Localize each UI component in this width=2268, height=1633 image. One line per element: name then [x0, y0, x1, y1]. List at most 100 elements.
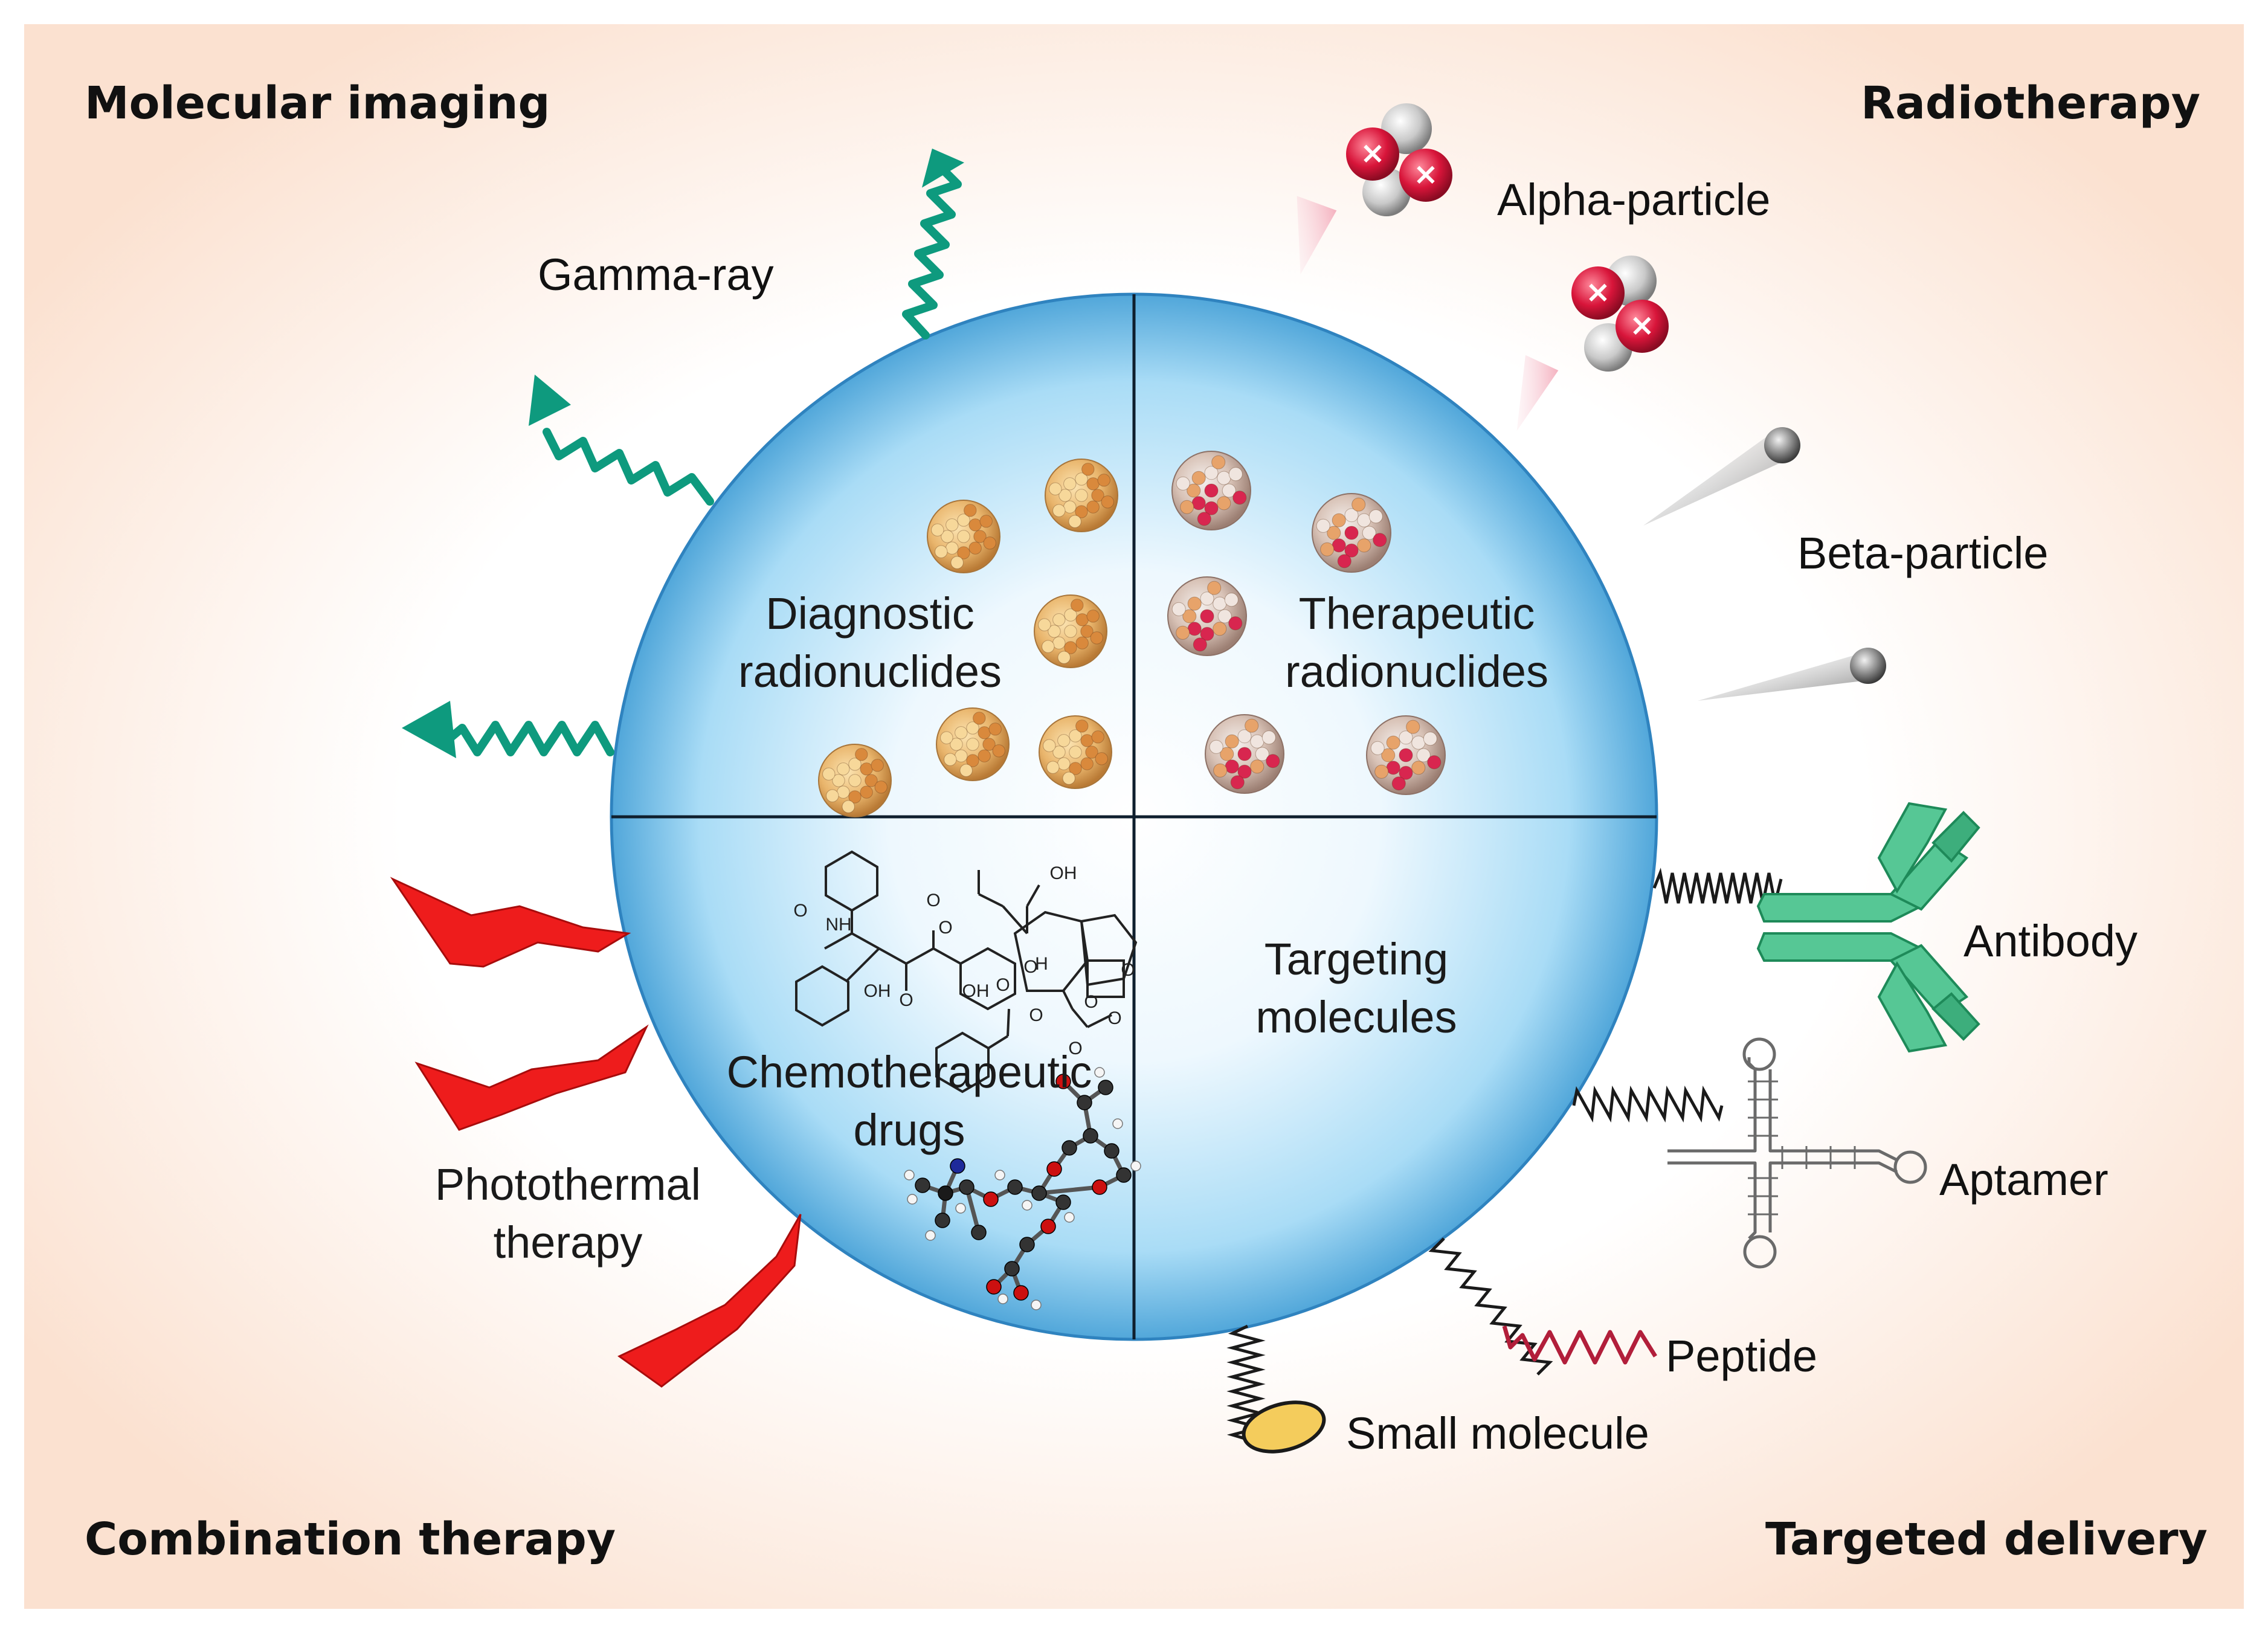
therapeutic-line-2: radionuclides — [1284, 646, 1549, 697]
chemo-line-1: Chemotherapeutic — [726, 1047, 1092, 1097]
corner-label-combination-therapy: Combination therapy — [85, 1513, 616, 1565]
corner-label-radiotherapy: Radiotherapy — [1861, 77, 2200, 129]
targeting-line-2: molecules — [1255, 992, 1457, 1042]
alpha-particle-2: × × — [1516, 256, 1669, 431]
molecule-atom — [1062, 1140, 1077, 1156]
atom-label: NH — [825, 915, 851, 935]
diagnostic-nucleus-5 — [936, 707, 1010, 781]
quadrant-label-targeting: Targeting molecules — [1211, 930, 1501, 1046]
targeting-line-1: Targeting — [1264, 934, 1449, 984]
atom-label: O — [1029, 1005, 1043, 1025]
molecule-atom — [1077, 1095, 1092, 1110]
molecule-hydrogen — [1064, 1212, 1075, 1223]
label-small-molecule: Small molecule — [1346, 1408, 1649, 1458]
molecule-hydrogen — [904, 1170, 915, 1180]
atom-label: O — [1068, 1039, 1082, 1058]
central-sphere — [610, 292, 1658, 1341]
diagnostic-line-1: Diagnostic — [765, 588, 975, 639]
molecule-atom — [938, 1185, 953, 1201]
chemical-structure — [795, 850, 1138, 1093]
molecule-hydrogen — [994, 1170, 1005, 1180]
molecule-atom — [1040, 1219, 1056, 1234]
photothermal-lightning — [390, 877, 802, 1388]
atom-label: O — [899, 990, 913, 1010]
atom-label: O — [926, 891, 940, 910]
atom-label: O — [1023, 957, 1037, 977]
therapeutic-nucleus-1 — [1171, 451, 1251, 530]
molecule-atom — [1083, 1128, 1098, 1144]
molecule-hydrogen — [1112, 1118, 1123, 1129]
corner-label-molecular-imaging: Molecular imaging — [85, 77, 550, 129]
gamma-wave-1 — [902, 148, 965, 340]
molecule-atom — [1013, 1285, 1029, 1301]
quadrant-label-diagnostic: Diagnostic radionuclides — [719, 585, 1021, 701]
molecule-atom — [1104, 1143, 1120, 1159]
atom-label: O — [1084, 992, 1098, 1012]
beta-particle-1 — [1643, 427, 1800, 526]
molecule-atom — [1046, 1161, 1062, 1177]
molecule-bond — [964, 1187, 981, 1233]
molecule-atom — [1055, 1074, 1071, 1089]
lightning-bolt-1 — [390, 877, 631, 968]
gamma-wave-2 — [529, 375, 714, 506]
beta-particle-2 — [1698, 648, 1886, 701]
label-photothermal-therapy: Photothermal therapy — [417, 1156, 719, 1272]
photothermal-line-1: Photothermal — [434, 1159, 701, 1209]
lightning-bolt-3 — [617, 1214, 802, 1388]
aptamer-shape — [1667, 1037, 1927, 1269]
molecule-hydrogen — [907, 1194, 918, 1205]
atom-label: OH — [1050, 863, 1077, 883]
atom-label: O — [938, 918, 952, 938]
gamma-wave-3 — [402, 701, 614, 758]
aptamer-linker — [1572, 1085, 1724, 1123]
lightning-bolt-2 — [414, 1024, 649, 1131]
diagnostic-nucleus-4 — [818, 744, 892, 817]
svg-text:×: × — [1629, 308, 1655, 343]
molecule-atom — [1098, 1080, 1113, 1095]
therapeutic-nucleus-4 — [1205, 714, 1284, 794]
molecule-atom — [971, 1225, 987, 1240]
diagnostic-nucleus-6 — [1039, 715, 1112, 789]
photothermal-line-2: therapy — [493, 1217, 643, 1267]
molecule-hydrogen — [1094, 1067, 1105, 1078]
molecule-hydrogen — [925, 1230, 936, 1241]
antibody-shape — [1756, 802, 1980, 1053]
svg-text:×: × — [1360, 135, 1385, 170]
therapeutic-nucleus-5 — [1366, 715, 1446, 795]
diagnostic-nucleus-3 — [1034, 594, 1107, 668]
small-molecule-shape — [1242, 1400, 1326, 1454]
label-antibody: Antibody — [1964, 916, 2138, 966]
molecule-hydrogen — [997, 1293, 1008, 1304]
small-molecule-linker — [1226, 1324, 1266, 1444]
atom-label: O — [1107, 1008, 1121, 1028]
ball-and-stick-molecule — [904, 1067, 1141, 1310]
atom-label: O — [996, 975, 1010, 995]
atom-label: H — [1035, 954, 1048, 974]
quadrant-label-therapeutic: Therapeutic radionuclides — [1266, 585, 1568, 701]
label-peptide: Peptide — [1666, 1331, 1817, 1381]
chemo-line-2: drugs — [853, 1105, 965, 1155]
diagnostic-nucleus-1 — [927, 500, 1000, 573]
molecule-atom — [986, 1279, 1002, 1295]
therapeutic-nucleus-2 — [1312, 493, 1391, 573]
peptide-shape — [1502, 1325, 1657, 1365]
alpha-particles: × × × × — [1297, 103, 1669, 431]
diagnostic-line-2: radionuclides — [738, 646, 1002, 697]
atom-label: O — [793, 901, 807, 921]
label-aptamer: Aptamer — [1939, 1155, 2109, 1205]
svg-text:×: × — [1413, 156, 1438, 192]
gamma-ray-waves — [402, 148, 965, 758]
molecule-atom — [1031, 1185, 1047, 1201]
antibody-linker — [1652, 868, 1783, 904]
molecule-hydrogen — [1022, 1200, 1033, 1211]
atom-label: OH — [864, 981, 891, 1001]
atom-label: OH — [962, 981, 990, 1001]
molecule-atom — [1004, 1261, 1020, 1277]
beta-particles — [1643, 427, 1886, 701]
therapeutic-line-1: Therapeutic — [1298, 588, 1535, 639]
diagnostic-nucleus-2 — [1045, 459, 1118, 532]
diagnostic-nuclei-group — [818, 459, 1118, 817]
molecule-atom — [1019, 1237, 1035, 1252]
corner-label-targeted-delivery: Targeted delivery — [1765, 1513, 2208, 1565]
